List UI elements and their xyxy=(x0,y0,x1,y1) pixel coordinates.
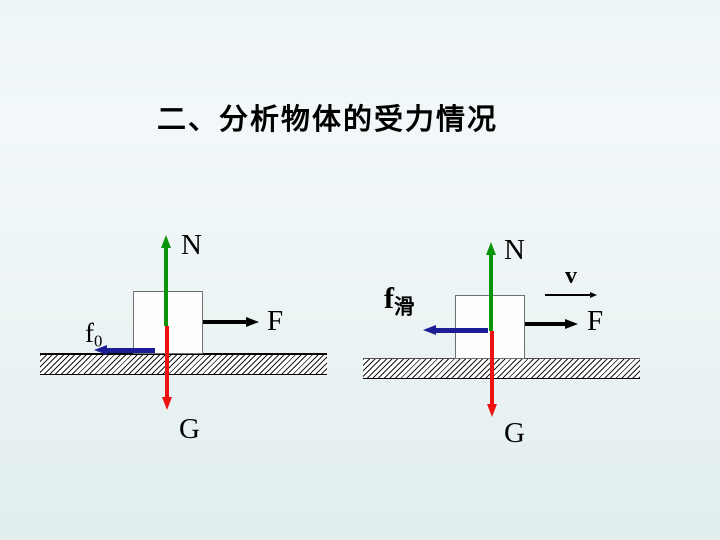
right-velocity-label: v xyxy=(565,263,577,289)
right-ground-hatched-surface xyxy=(363,358,640,379)
right-normal-force-label: N xyxy=(504,234,525,266)
left-static-friction-label: f0 xyxy=(85,318,103,351)
slide-title: 二、分析物体的受力情况 xyxy=(157,104,499,136)
left-normal-force-label: N xyxy=(181,229,202,261)
left-applied-force-label: F xyxy=(267,305,284,337)
right-sliding-friction-label: f滑 xyxy=(384,282,415,319)
right-gravity-label: G xyxy=(504,417,525,449)
left-ground-hatched-surface xyxy=(40,353,327,375)
left-gravity-label: G xyxy=(179,413,200,445)
right-applied-force-label: F xyxy=(587,305,604,337)
